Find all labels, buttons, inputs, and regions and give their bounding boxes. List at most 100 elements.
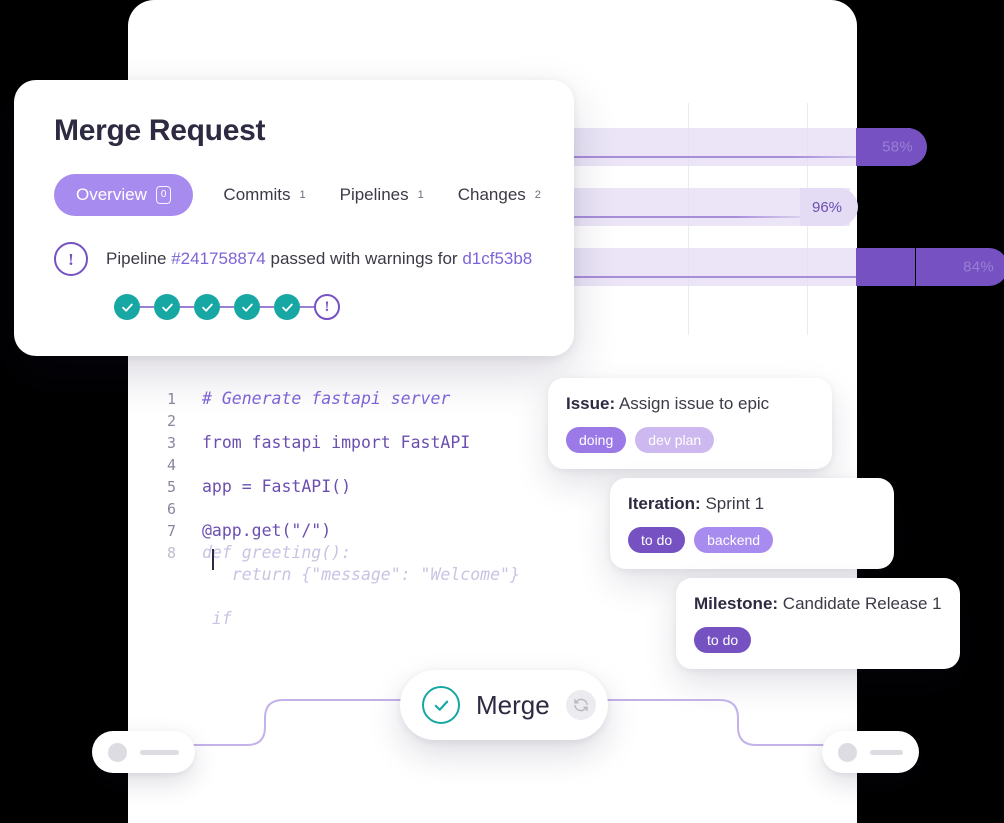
code-line-text: return {"message": "Welcome"} — [202, 565, 520, 584]
chart-bar: 84% — [916, 248, 1004, 286]
chart-row-rule — [570, 216, 800, 218]
code-line-text: # Generate fastapi server — [202, 389, 451, 408]
node-avatar — [838, 742, 857, 762]
code-line-text: app = FastAPI() — [202, 477, 352, 496]
check-circle-icon — [422, 686, 460, 724]
pipeline-status-row: ! Pipeline #241758874 passed with warnin… — [54, 242, 534, 276]
tab-overview[interactable]: Overview 0 — [54, 174, 194, 216]
node-placeholder-bar — [870, 749, 903, 755]
pipeline-stage-connector — [140, 306, 154, 308]
chart-percent-value: 96% — [812, 198, 843, 216]
chart-bar-label: 84% — [963, 258, 994, 276]
pipeline-stage-success-icon[interactable] — [154, 294, 180, 320]
code-line: 4 — [160, 454, 580, 476]
milestone-card-label: Milestone: — [694, 594, 779, 613]
line-number: 7 — [166, 522, 176, 540]
pipeline-stage-list: ! — [114, 294, 534, 320]
chart-row-band — [560, 128, 910, 166]
iteration-card-tags: to do backend — [628, 527, 872, 553]
pipeline-status-text: Pipeline #241758874 passed with warnings… — [106, 249, 532, 269]
issue-card-label: Issue: — [566, 394, 616, 413]
merge-button[interactable]: Merge — [400, 670, 608, 740]
pipeline-node-right[interactable] — [822, 731, 919, 773]
pipeline-connector-graph — [150, 699, 880, 746]
code-line: 5 app = FastAPI() — [160, 476, 580, 498]
chart-row-rule — [570, 156, 880, 158]
line-number: 8 — [166, 544, 176, 562]
pipeline-stage-warning-icon[interactable]: ! — [314, 294, 340, 320]
pipeline-stage-connector — [260, 306, 274, 308]
milestone-card[interactable]: Milestone: Candidate Release 1 to do — [676, 578, 960, 669]
line-number: 5 — [166, 478, 176, 496]
line-number: 6 — [166, 500, 176, 518]
pipeline-stage-success-icon[interactable] — [114, 294, 140, 320]
pipeline-stage-connector — [300, 306, 314, 308]
code-line-text: def greeting(): — [202, 543, 352, 562]
iteration-card-title: Iteration: Sprint 1 — [628, 494, 872, 514]
tab-changes[interactable]: Changes 2 — [458, 174, 541, 216]
pipeline-node-left[interactable] — [92, 731, 195, 773]
node-placeholder-bar — [140, 749, 179, 755]
milestone-card-value: Candidate Release 1 — [782, 594, 942, 613]
tab-pipelines[interactable]: Pipelines 1 — [340, 174, 424, 216]
pipeline-id-link[interactable]: #241758874 — [171, 249, 266, 268]
pipeline-status-prefix: Pipeline — [106, 249, 172, 268]
issue-card-tags: doing dev plan — [566, 427, 810, 453]
tab-changes-count: 2 — [534, 189, 541, 201]
iteration-card[interactable]: Iteration: Sprint 1 to do backend — [610, 478, 894, 569]
issue-card-title: Issue: Assign issue to epic — [566, 394, 810, 414]
chart-percent-pill: 96% — [800, 188, 859, 226]
warning-icon: ! — [54, 242, 88, 276]
tag-badge[interactable]: backend — [694, 527, 774, 553]
tag-badge[interactable]: dev plan — [635, 427, 715, 453]
code-line: if — [160, 608, 580, 630]
chart-row-rule — [570, 276, 910, 278]
tag-badge[interactable]: doing — [566, 427, 627, 453]
line-number: 1 — [166, 390, 176, 408]
chart-bar — [856, 248, 915, 286]
tab-commits-label: Commits — [223, 185, 291, 204]
merge-request-card: Merge Request Overview 0 Commits 1 Pipel… — [14, 80, 574, 356]
iteration-card-value: Sprint 1 — [705, 494, 765, 513]
tab-pipelines-label: Pipelines — [339, 185, 409, 204]
code-line: return {"message": "Welcome"} — [160, 564, 580, 586]
line-number: 4 — [166, 456, 176, 474]
tab-bar: Overview 0 Commits 1 Pipelines 1 Changes… — [54, 174, 541, 216]
code-line-text: @app.get("/") — [202, 521, 332, 540]
code-line: 2 — [160, 410, 580, 432]
tab-overview-label: Overview — [76, 185, 147, 204]
code-line-text: if — [202, 609, 232, 628]
iteration-card-label: Iteration: — [628, 494, 701, 513]
tab-pipelines-count: 1 — [417, 189, 424, 201]
tag-badge[interactable]: to do — [628, 527, 686, 553]
tab-commits-count: 1 — [299, 189, 306, 201]
code-line: 6 — [160, 498, 580, 520]
refresh-icon[interactable] — [565, 690, 596, 720]
chart-row-band — [560, 248, 910, 286]
code-line — [160, 586, 580, 608]
tab-commits[interactable]: Commits 1 — [223, 174, 305, 216]
code-line: 8 def greeting(): — [160, 542, 580, 564]
warning-glyph: ! — [324, 298, 330, 315]
pipeline-stage-connector — [220, 306, 234, 308]
milestone-card-title: Milestone: Candidate Release 1 — [694, 594, 942, 614]
pipeline-stage-connector — [180, 306, 194, 308]
tab-changes-label: Changes — [457, 185, 526, 204]
tab-overview-count: 0 — [155, 186, 172, 204]
merge-button-label: Merge — [476, 689, 550, 720]
page-title: Merge Request — [54, 114, 266, 147]
pipeline-stage-success-icon[interactable] — [234, 294, 260, 320]
commit-sha-link[interactable]: d1cf53b8 — [462, 249, 533, 268]
node-avatar — [108, 742, 127, 762]
pipeline-status-middle: passed with warnings for — [265, 249, 463, 268]
code-line-text: from fastapi import FastAPI — [202, 433, 471, 452]
issue-card[interactable]: Issue: Assign issue to epic doing dev pl… — [548, 378, 832, 469]
progress-chart: 58% 96% 84% — [560, 95, 1004, 345]
code-line: 7 @app.get("/") — [160, 520, 580, 542]
pipeline-stage-success-icon[interactable] — [274, 294, 300, 320]
issue-card-value: Assign issue to epic — [618, 394, 770, 413]
tag-badge[interactable]: to do — [694, 627, 752, 653]
pipeline-stage-success-icon[interactable] — [194, 294, 220, 320]
